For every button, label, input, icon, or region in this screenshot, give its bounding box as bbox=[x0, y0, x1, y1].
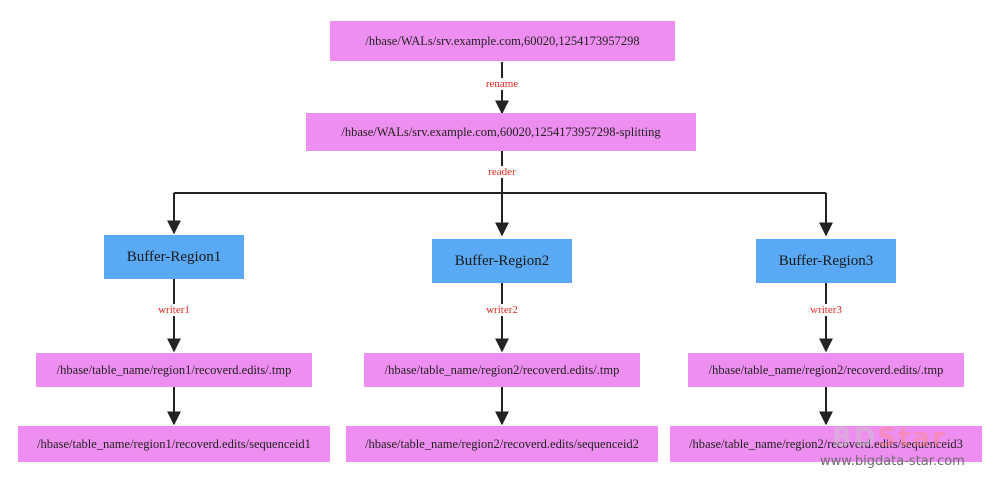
edge-label-writer2: writer2 bbox=[485, 304, 519, 316]
tmp-region3-node: /hbase/table_name/region2/recoverd.edits… bbox=[688, 353, 964, 387]
wal-node: /hbase/WALs/srv.example.com,60020,125417… bbox=[330, 21, 675, 61]
edge-label-writer1: writer1 bbox=[157, 304, 191, 316]
edge-label-reader: reader bbox=[487, 166, 517, 178]
splitting-node: /hbase/WALs/srv.example.com,60020,125417… bbox=[306, 113, 696, 151]
buffer-region2-node: Buffer-Region2 bbox=[432, 239, 572, 283]
watermark-url: www.bigdata-star.com bbox=[820, 454, 965, 469]
final-region1-node: /hbase/table_name/region1/recoverd.edits… bbox=[18, 426, 330, 462]
watermark-logo-part-a: BD bbox=[832, 423, 878, 453]
buffer-region3-node: Buffer-Region3 bbox=[756, 239, 896, 283]
final-region2-node: /hbase/table_name/region2/recoverd.edits… bbox=[346, 426, 658, 462]
tmp-region2-node: /hbase/table_name/region2/recoverd.edits… bbox=[364, 353, 640, 387]
tmp-region1-node: /hbase/table_name/region1/recoverd.edits… bbox=[36, 353, 312, 387]
edge-label-rename: rename bbox=[484, 78, 520, 90]
edge-label-writer3: writer3 bbox=[809, 304, 843, 316]
final-region3-node: /hbase/table_name/region2/recoverd.edits… bbox=[670, 426, 982, 462]
watermark-logo: BDStar bbox=[832, 423, 947, 453]
buffer-region1-node: Buffer-Region1 bbox=[104, 235, 244, 279]
watermark-logo-part-b: Star bbox=[877, 423, 947, 453]
